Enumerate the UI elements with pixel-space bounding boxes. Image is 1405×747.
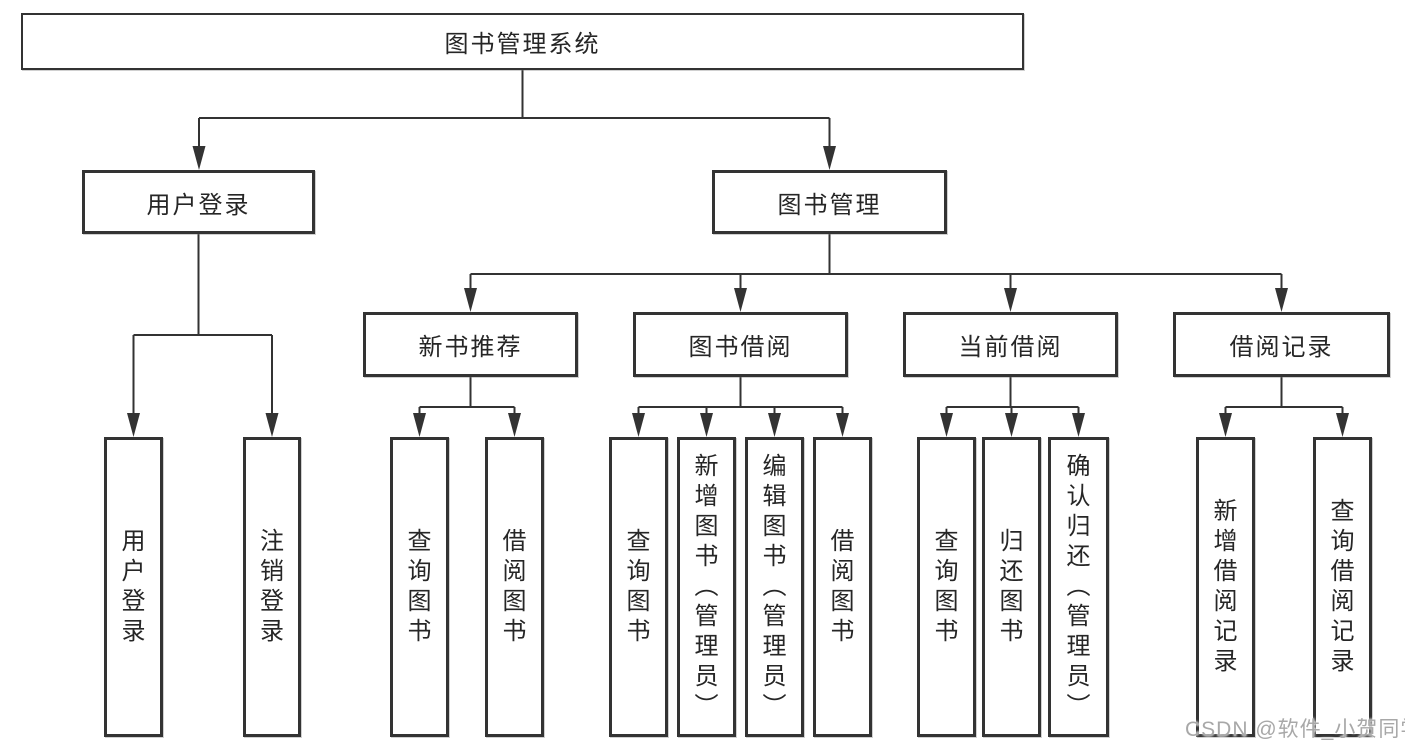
arrowheads (127, 146, 1349, 437)
leaf-confirm-return-admin-label: 确 认 归 还 ︵ 管 理 员 ︶ (1066, 453, 1091, 720)
leaf-user-login: 用 户 登 录 (104, 437, 163, 737)
leaf-query-books-borrow: 查 询 图 书 (609, 437, 668, 737)
leaf-borrow-books-recommend-label: 借 阅 图 书 (502, 528, 527, 645)
node-borrow-records: 借阅记录 (1173, 312, 1390, 377)
leaf-edit-book-admin-label: 编 辑 图 书 ︵ 管 理 员 ︶ (762, 453, 787, 720)
node-new-book-recommend-label: 新书推荐 (418, 334, 523, 361)
leaf-borrow-books-recommend: 借 阅 图 书 (485, 437, 544, 737)
leaf-logout-login-label: 注 销 登 录 (260, 528, 284, 645)
leaf-query-borrow-record-label: 查 询 借 阅 记 录 (1330, 498, 1355, 675)
node-user-login: 用户登录 (82, 170, 315, 234)
leaf-borrow-books-borrow-label: 借 阅 图 书 (830, 528, 855, 645)
leaf-edit-book-admin: 编 辑 图 书 ︵ 管 理 员 ︶ (745, 437, 804, 737)
leaf-add-borrow-record: 新 增 借 阅 记 录 (1196, 437, 1255, 737)
node-book-borrow: 图书借阅 (633, 312, 848, 377)
node-borrow-records-label: 借阅记录 (1229, 334, 1334, 361)
node-book-management: 图书管理 (712, 170, 947, 234)
leaf-add-book-admin: 新 增 图 书 ︵ 管 理 员 ︶ (677, 437, 736, 737)
leaf-confirm-return-admin: 确 认 归 还 ︵ 管 理 员 ︶ (1048, 437, 1109, 737)
node-current-borrow-label: 当前借阅 (958, 334, 1063, 361)
node-current-borrow: 当前借阅 (903, 312, 1118, 377)
node-user-login-label: 用户登录 (146, 191, 251, 219)
leaf-query-books-recommend-label: 查 询 图 书 (407, 528, 432, 645)
leaf-query-books-recommend: 查 询 图 书 (390, 437, 449, 737)
watermark: CSDN @软件_小贺同学 (1185, 718, 1405, 741)
node-book-management-label: 图书管理 (777, 191, 882, 219)
leaf-borrow-books-borrow: 借 阅 图 书 (813, 437, 872, 737)
node-new-book-recommend: 新书推荐 (363, 312, 578, 377)
leaf-query-books-borrow-label: 查 询 图 书 (626, 528, 651, 645)
leaf-add-borrow-record-label: 新 增 借 阅 记 录 (1213, 498, 1238, 675)
leaf-query-books-current-label: 查 询 图 书 (934, 528, 959, 645)
leaf-query-borrow-record: 查 询 借 阅 记 录 (1313, 437, 1372, 737)
leaf-return-books: 归 还 图 书 (982, 437, 1041, 737)
node-root-label: 图书管理系统 (444, 31, 601, 58)
leaf-add-book-admin-label: 新 增 图 书 ︵ 管 理 员 ︶ (694, 453, 719, 720)
leaf-user-login-label: 用 户 登 录 (121, 528, 146, 645)
leaf-logout-login: 注 销 登 录 (243, 437, 301, 737)
leaf-return-books-label: 归 还 图 书 (999, 528, 1024, 645)
node-root: 图书管理系统 (21, 13, 1024, 70)
leaf-query-books-current: 查 询 图 书 (917, 437, 976, 737)
node-book-borrow-label: 图书借阅 (688, 334, 793, 361)
